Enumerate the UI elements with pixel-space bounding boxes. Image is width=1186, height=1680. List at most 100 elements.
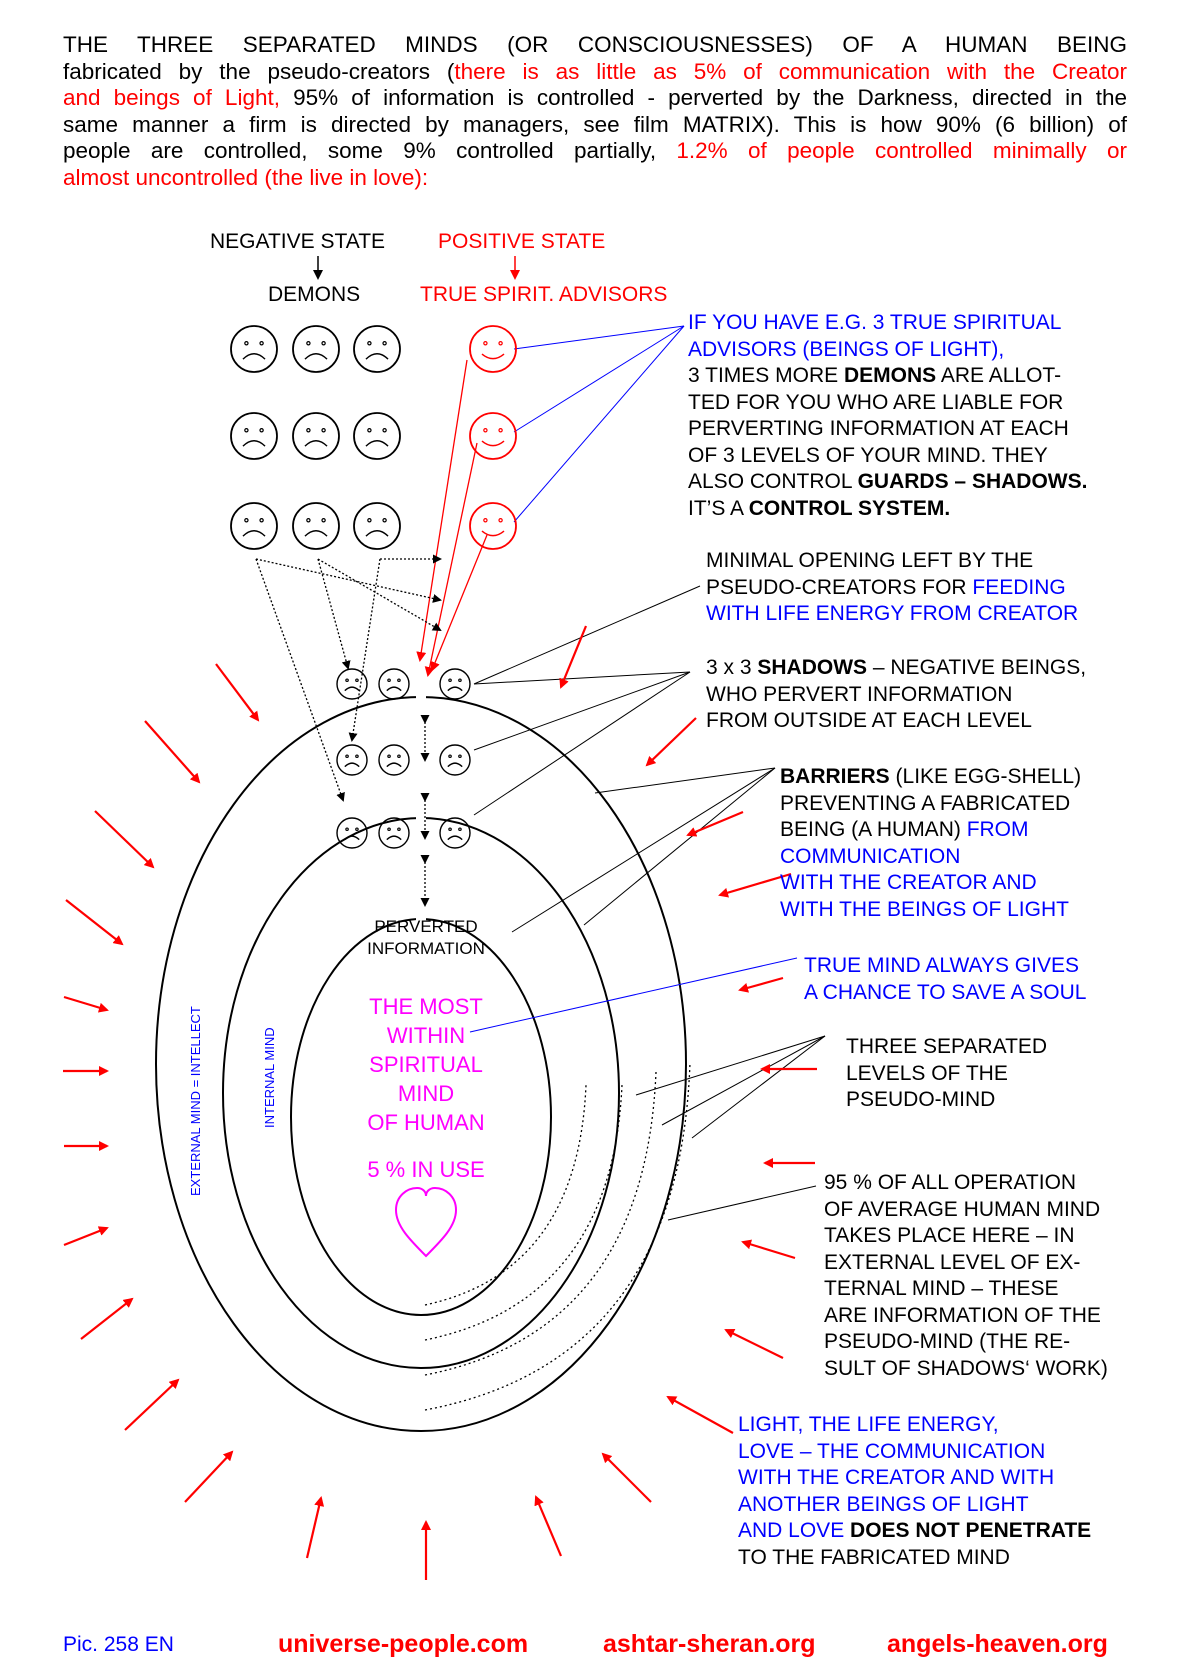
- annotation-pointer-lines: [473, 585, 826, 1221]
- text-segment: TED FOR YOU WHO ARE LIABLE FOR: [688, 390, 1064, 414]
- text-segment: OF 3 LEVELS OF YOUR MIND. THEY: [688, 443, 1048, 467]
- sad-face-icon: [378, 817, 410, 849]
- shadows-note: 3 x 3 SHADOWS – NEGATIVE BEINGS,WHO PERV…: [706, 655, 1086, 735]
- site-link-ashtar-sheran[interactable]: ashtar-sheran.org: [603, 1630, 816, 1658]
- sad-face-icon: [353, 502, 401, 550]
- heart-icon: [394, 1186, 458, 1258]
- text-line: ARE INFORMATION OF THE: [824, 1303, 1108, 1330]
- red-arrow-icon: [686, 810, 744, 837]
- text-segment: TO THE FABRICATED MIND: [738, 1545, 1010, 1569]
- red-arrows-group: [63, 625, 817, 1580]
- text-line: FROM OUTSIDE AT EACH LEVEL: [706, 708, 1086, 735]
- text-segment: PSEUDO-MIND (THE RE-: [824, 1330, 1071, 1353]
- text-line: TRUE MIND ALWAYS GIVES: [804, 953, 1086, 980]
- text-line: BEING (A HUMAN) FROM: [780, 817, 1081, 844]
- text-line: ANOTHER BEINGS OF LIGHT: [738, 1492, 1091, 1519]
- text-segment: almost uncontrolled (the live in love):: [63, 164, 429, 190]
- text-line: TAKES PLACE HERE – IN: [824, 1223, 1108, 1250]
- red-arrow-icon: [63, 1226, 109, 1247]
- red-arrow-icon: [534, 1495, 563, 1557]
- sad-face-icon: [292, 325, 340, 373]
- text-line: OF AVERAGE HUMAN MIND: [824, 1197, 1108, 1224]
- spiritual-line: THE MOST: [369, 994, 483, 1019]
- information-label: INFORMATION: [367, 939, 485, 958]
- spiritual-line: OF HUMAN: [367, 1110, 485, 1135]
- text-line: EXTERNAL LEVEL OF EX-: [824, 1250, 1108, 1277]
- external-mind-label: EXTERNAL MIND = INTELLECT: [188, 1006, 203, 1196]
- red-arrow-icon: [666, 1396, 734, 1434]
- text-line: AND LOVE DOES NOT PENETRATE: [738, 1518, 1091, 1545]
- text-line: THE THREE SEPARATED MINDS (OR CONSCIOUSN…: [63, 32, 1127, 59]
- text-segment: WITH LIFE ENERGY FROM CREATOR: [706, 602, 1079, 625]
- picture-number: Pic. 258 EN: [63, 1633, 174, 1656]
- red-arrow-icon: [559, 625, 588, 689]
- text-line: WITH THE CREATOR AND: [780, 870, 1081, 897]
- text-segment: 3 x 3: [706, 656, 758, 679]
- positive-state-label: POSITIVE STATE: [438, 230, 606, 253]
- perverted-label: PERVERTED: [374, 917, 478, 936]
- text-segment: A CHANCE TO SAVE A SOUL: [804, 980, 1087, 1004]
- text-segment: ARE INFORMATION OF THE: [824, 1303, 1101, 1327]
- text-line: 3 x 3 SHADOWS – NEGATIVE BEINGS,: [706, 655, 1086, 682]
- text-segment: TAKES PLACE HERE – IN: [824, 1224, 1075, 1247]
- text-segment: people are controlled, some 9% controlle…: [63, 138, 677, 163]
- sad-face-icon: [439, 744, 471, 776]
- barriers-note: BARRIERS (LIKE EGG-SHELL)PREVENTING A FA…: [780, 764, 1081, 923]
- text-line: THREE SEPARATED: [846, 1034, 1047, 1061]
- text-segment: CONTROL SYSTEM.: [748, 496, 951, 520]
- text-segment: EXTERNAL LEVEL OF EX-: [824, 1250, 1081, 1274]
- pseudo-mind-levels: [424, 1061, 691, 1411]
- text-line: PSEUDO-MIND (THE RE-: [824, 1329, 1108, 1356]
- text-segment: COMMUNICATION: [780, 844, 961, 868]
- red-arrow-icon: [124, 1378, 180, 1431]
- spiritual-line: MIND: [397, 1081, 455, 1106]
- text-segment: THE THREE SEPARATED MINDS (OR CONSCIOUSN…: [63, 32, 1127, 57]
- text-line: PERVERTING INFORMATION AT EACH: [688, 416, 1087, 443]
- sad-face-icon: [336, 744, 368, 776]
- text-segment: WITH THE CREATOR AND: [780, 871, 1037, 894]
- text-line: TO THE FABRICATED MIND: [738, 1545, 1091, 1572]
- sad-face-icon: [439, 817, 471, 849]
- text-segment: ARE ALLOT-: [936, 364, 1062, 387]
- faces-group: [230, 325, 517, 849]
- red-arrow-icon: [741, 1239, 796, 1260]
- smiley-face-icon: [469, 412, 517, 460]
- sad-face-icon: [292, 412, 340, 460]
- red-arrow-icon: [215, 663, 260, 722]
- red-arrow-icon: [601, 1452, 652, 1503]
- text-line: ALSO CONTROL GUARDS – SHADOWS.: [688, 469, 1087, 496]
- text-line: LIGHT, THE LIFE ENERGY,: [738, 1412, 1091, 1439]
- site-link-angels-heaven[interactable]: angels-heaven.org: [887, 1630, 1108, 1658]
- text-segment: TERNAL MIND – THESE: [824, 1277, 1059, 1300]
- text-segment: MINIMAL OPENING LEFT BY THE: [706, 549, 1034, 572]
- demons-label: DEMONS: [268, 283, 361, 306]
- text-segment: AND LOVE: [738, 1519, 851, 1542]
- text-segment: LEVELS OF THE: [846, 1061, 1008, 1085]
- spiritual-mind-text: THE MOST WITHIN SPIRITUAL MIND OF HUMAN: [330, 992, 522, 1137]
- red-arrow-icon: [184, 1450, 234, 1503]
- text-segment: 95% of information is controlled - perve…: [279, 85, 1127, 110]
- text-line: COMMUNICATION: [780, 844, 1081, 871]
- internal-mind-label: INTERNAL MIND: [262, 1027, 277, 1128]
- advisors-label: TRUE SPIRIT. ADVISORS: [420, 283, 668, 306]
- text-line: PREVENTING A FABRICATED: [780, 791, 1081, 818]
- sad-face-icon: [336, 817, 368, 849]
- text-line: 3 TIMES MORE DEMONS ARE ALLOT-: [688, 363, 1087, 390]
- text-segment: ANOTHER BEINGS OF LIGHT: [738, 1492, 1029, 1516]
- sad-face-icon: [439, 668, 471, 700]
- sad-face-icon: [353, 412, 401, 460]
- red-arrow-icon: [144, 720, 201, 784]
- site-link-universe-people[interactable]: universe-people.com: [278, 1630, 529, 1658]
- text-segment: LOVE – THE COMMUNICATION: [738, 1439, 1046, 1463]
- light-note: LIGHT, THE LIFE ENERGY,LOVE – THE COMMUN…: [738, 1412, 1091, 1571]
- red-arrow-icon: [738, 976, 784, 993]
- text-line: LOVE – THE COMMUNICATION: [738, 1439, 1091, 1466]
- sad-face-icon: [230, 412, 278, 460]
- text-segment: FROM: [966, 818, 1029, 841]
- text-segment: there is as little as 5% of communicatio…: [454, 58, 1128, 84]
- sad-face-icon: [378, 744, 410, 776]
